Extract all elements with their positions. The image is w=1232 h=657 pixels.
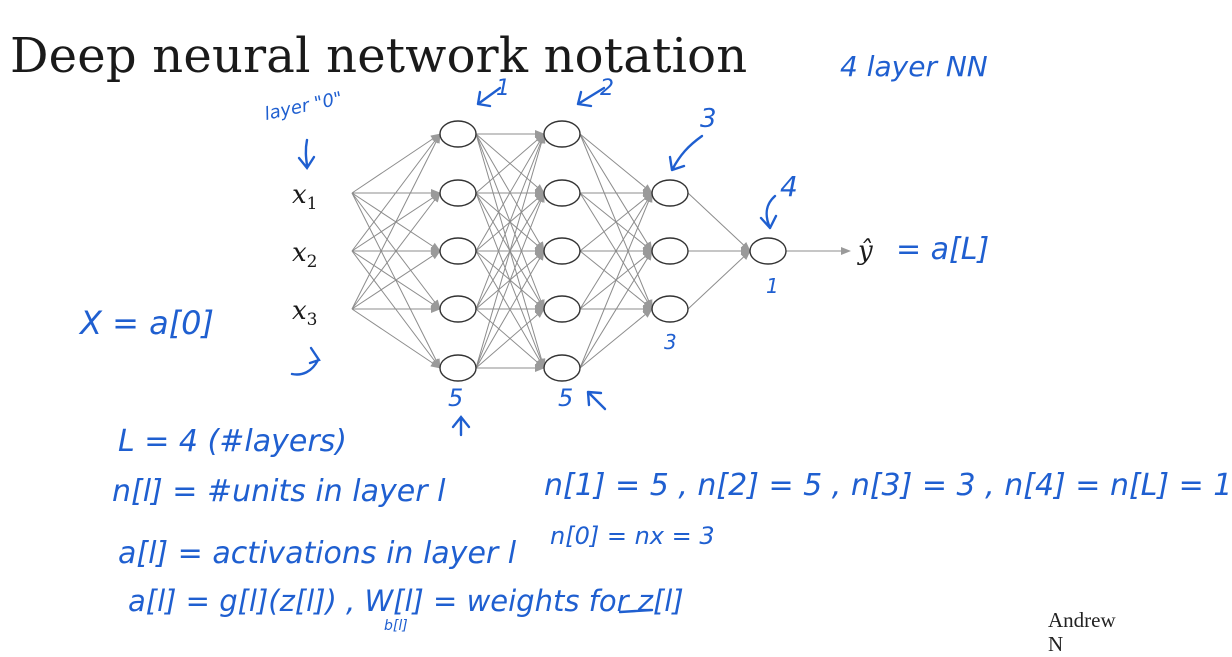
- input-x3: x3: [292, 296, 318, 331]
- arrow-layer4: [759, 194, 778, 230]
- edge-l2-3-l3-0: [579, 192, 653, 310]
- edge-input-1-l1-0: [351, 133, 441, 252]
- annotation-x-eq: X = a[0]: [80, 304, 215, 342]
- arrow-layer3: [668, 134, 704, 172]
- edge-l2-0-l3-0: [579, 133, 653, 194]
- node-layer1-2: [439, 179, 477, 207]
- node-layer2-2: [543, 179, 581, 207]
- page-title: Deep neural network notation: [10, 28, 748, 84]
- edge-l1-3-l2-0: [475, 133, 545, 310]
- edge-l2-4-l3-1: [579, 250, 653, 369]
- edge-input-2-l1-4: [351, 308, 441, 369]
- edge-l2-2-l3-0: [579, 192, 653, 252]
- node-layer1-4: [439, 295, 477, 323]
- arrow-input-hook: [290, 346, 321, 376]
- annotation-count-1: 1: [766, 274, 779, 298]
- input-x2: x2: [292, 238, 318, 273]
- node-layer2-4: [543, 295, 581, 323]
- edge-l2-4-l3-2: [579, 308, 653, 369]
- node-layer3-3: [651, 295, 689, 323]
- annotation-output-eq: = a[L]: [896, 232, 990, 267]
- edge-l1-4-l2-3: [475, 308, 545, 369]
- annotation-layer-2: 2: [600, 76, 614, 101]
- input-x1: x1: [292, 180, 318, 215]
- annotation-n-def: n[l] = #units in layer l: [112, 474, 446, 509]
- arrow-up-count5: [451, 415, 471, 437]
- edge-l3-0-l4-0: [687, 192, 751, 252]
- edge-l1-4-l2-0: [475, 133, 546, 369]
- node-layer2-5: [543, 354, 581, 382]
- output-yhat: ŷ: [858, 236, 873, 266]
- arrow-layer1: [476, 86, 502, 108]
- annotation-n-zero: n[0] = nx = 3: [550, 522, 715, 550]
- node-layer2-3: [543, 237, 581, 265]
- underline-z: [618, 608, 654, 614]
- annotation-a-def: a[l] = activations in layer l: [118, 536, 517, 571]
- edge-input-0-l1-0: [351, 133, 441, 194]
- node-layer3-1: [651, 179, 689, 207]
- node-layer1-1: [439, 120, 477, 148]
- author-name: Andrew: [1048, 608, 1116, 632]
- node-layer1-5: [439, 354, 477, 382]
- annotation-layer-3: 3: [700, 104, 717, 134]
- annotation-L-eq: L = 4 (#layers): [118, 424, 347, 459]
- edge-l1-1-l2-0: [475, 133, 545, 194]
- slide: Deep neural network notation x1 x2 x3 ŷ: [10, 28, 1232, 656]
- edge-input-2-l1-1: [351, 192, 441, 310]
- annotation-layer-1: 1: [496, 76, 510, 101]
- annotation-n-values: n[1] = 5 , n[2] = 5 , n[3] = 3 , n[4] = …: [544, 468, 1232, 503]
- node-layer1-3: [439, 237, 477, 265]
- network-diagram: [290, 86, 851, 614]
- edge-l3-2-l4-0: [687, 250, 751, 310]
- edge-l1-2-l2-0: [475, 133, 545, 252]
- node-layer3-2: [651, 237, 689, 265]
- annotation-count-3: 3: [664, 330, 677, 354]
- arrow-layer2: [576, 86, 606, 108]
- author-name-cut: N: [1048, 632, 1064, 656]
- edge-input-2-l1-2: [351, 250, 441, 310]
- edge-l1-4-l2-1: [475, 192, 545, 369]
- annotation-count-5b: 5: [558, 384, 574, 412]
- annotation-count-5a: 5: [448, 384, 464, 412]
- arrow-up-count5b: [586, 390, 607, 411]
- edge-l2-4-l3-0: [579, 192, 653, 369]
- arrow-layer0-down: [297, 138, 316, 171]
- edge-l1-4-l2-2: [475, 250, 545, 369]
- annotation-layer-4: 4: [780, 170, 798, 203]
- annotation-b-label: b[l]: [384, 618, 408, 634]
- edge-input-2-l1-0: [351, 133, 441, 310]
- annotation-a-eq: a[l] = g[l](z[l]) , W[l] = weights for z…: [128, 584, 684, 618]
- annotation-four-layer-nn: 4 layer NN: [840, 50, 988, 83]
- node-layer4-1: [749, 237, 787, 265]
- node-layer2-1: [543, 120, 581, 148]
